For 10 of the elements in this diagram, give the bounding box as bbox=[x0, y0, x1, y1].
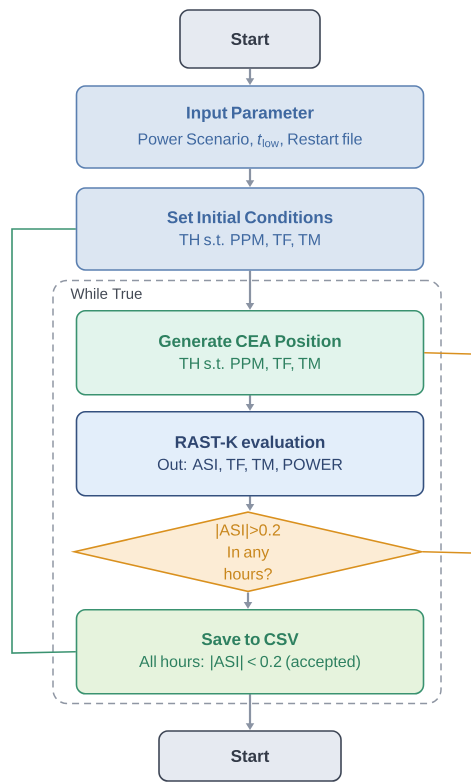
process-box: RAST-K evaluation Out: ASI, TF, TM, POWER bbox=[76, 410, 424, 497]
end-box: Start bbox=[158, 730, 342, 782]
process-box: Generate CEA Position TH s.t. PPM, TF, TM bbox=[76, 310, 424, 396]
connector-line bbox=[11, 228, 76, 654]
connector-line bbox=[424, 352, 471, 355]
process-box: Save to CSV All hours: |ASI| < 0.2 (accepted) bbox=[76, 608, 424, 695]
connector-line bbox=[422, 550, 471, 554]
process-box: Input Parameter Power Scenario, t$_{low}$, Restart file bbox=[76, 85, 424, 169]
start-box: Start bbox=[179, 9, 321, 69]
process-box: Set Initial Conditions TH s.t. PPM, TF, TM bbox=[76, 187, 424, 271]
